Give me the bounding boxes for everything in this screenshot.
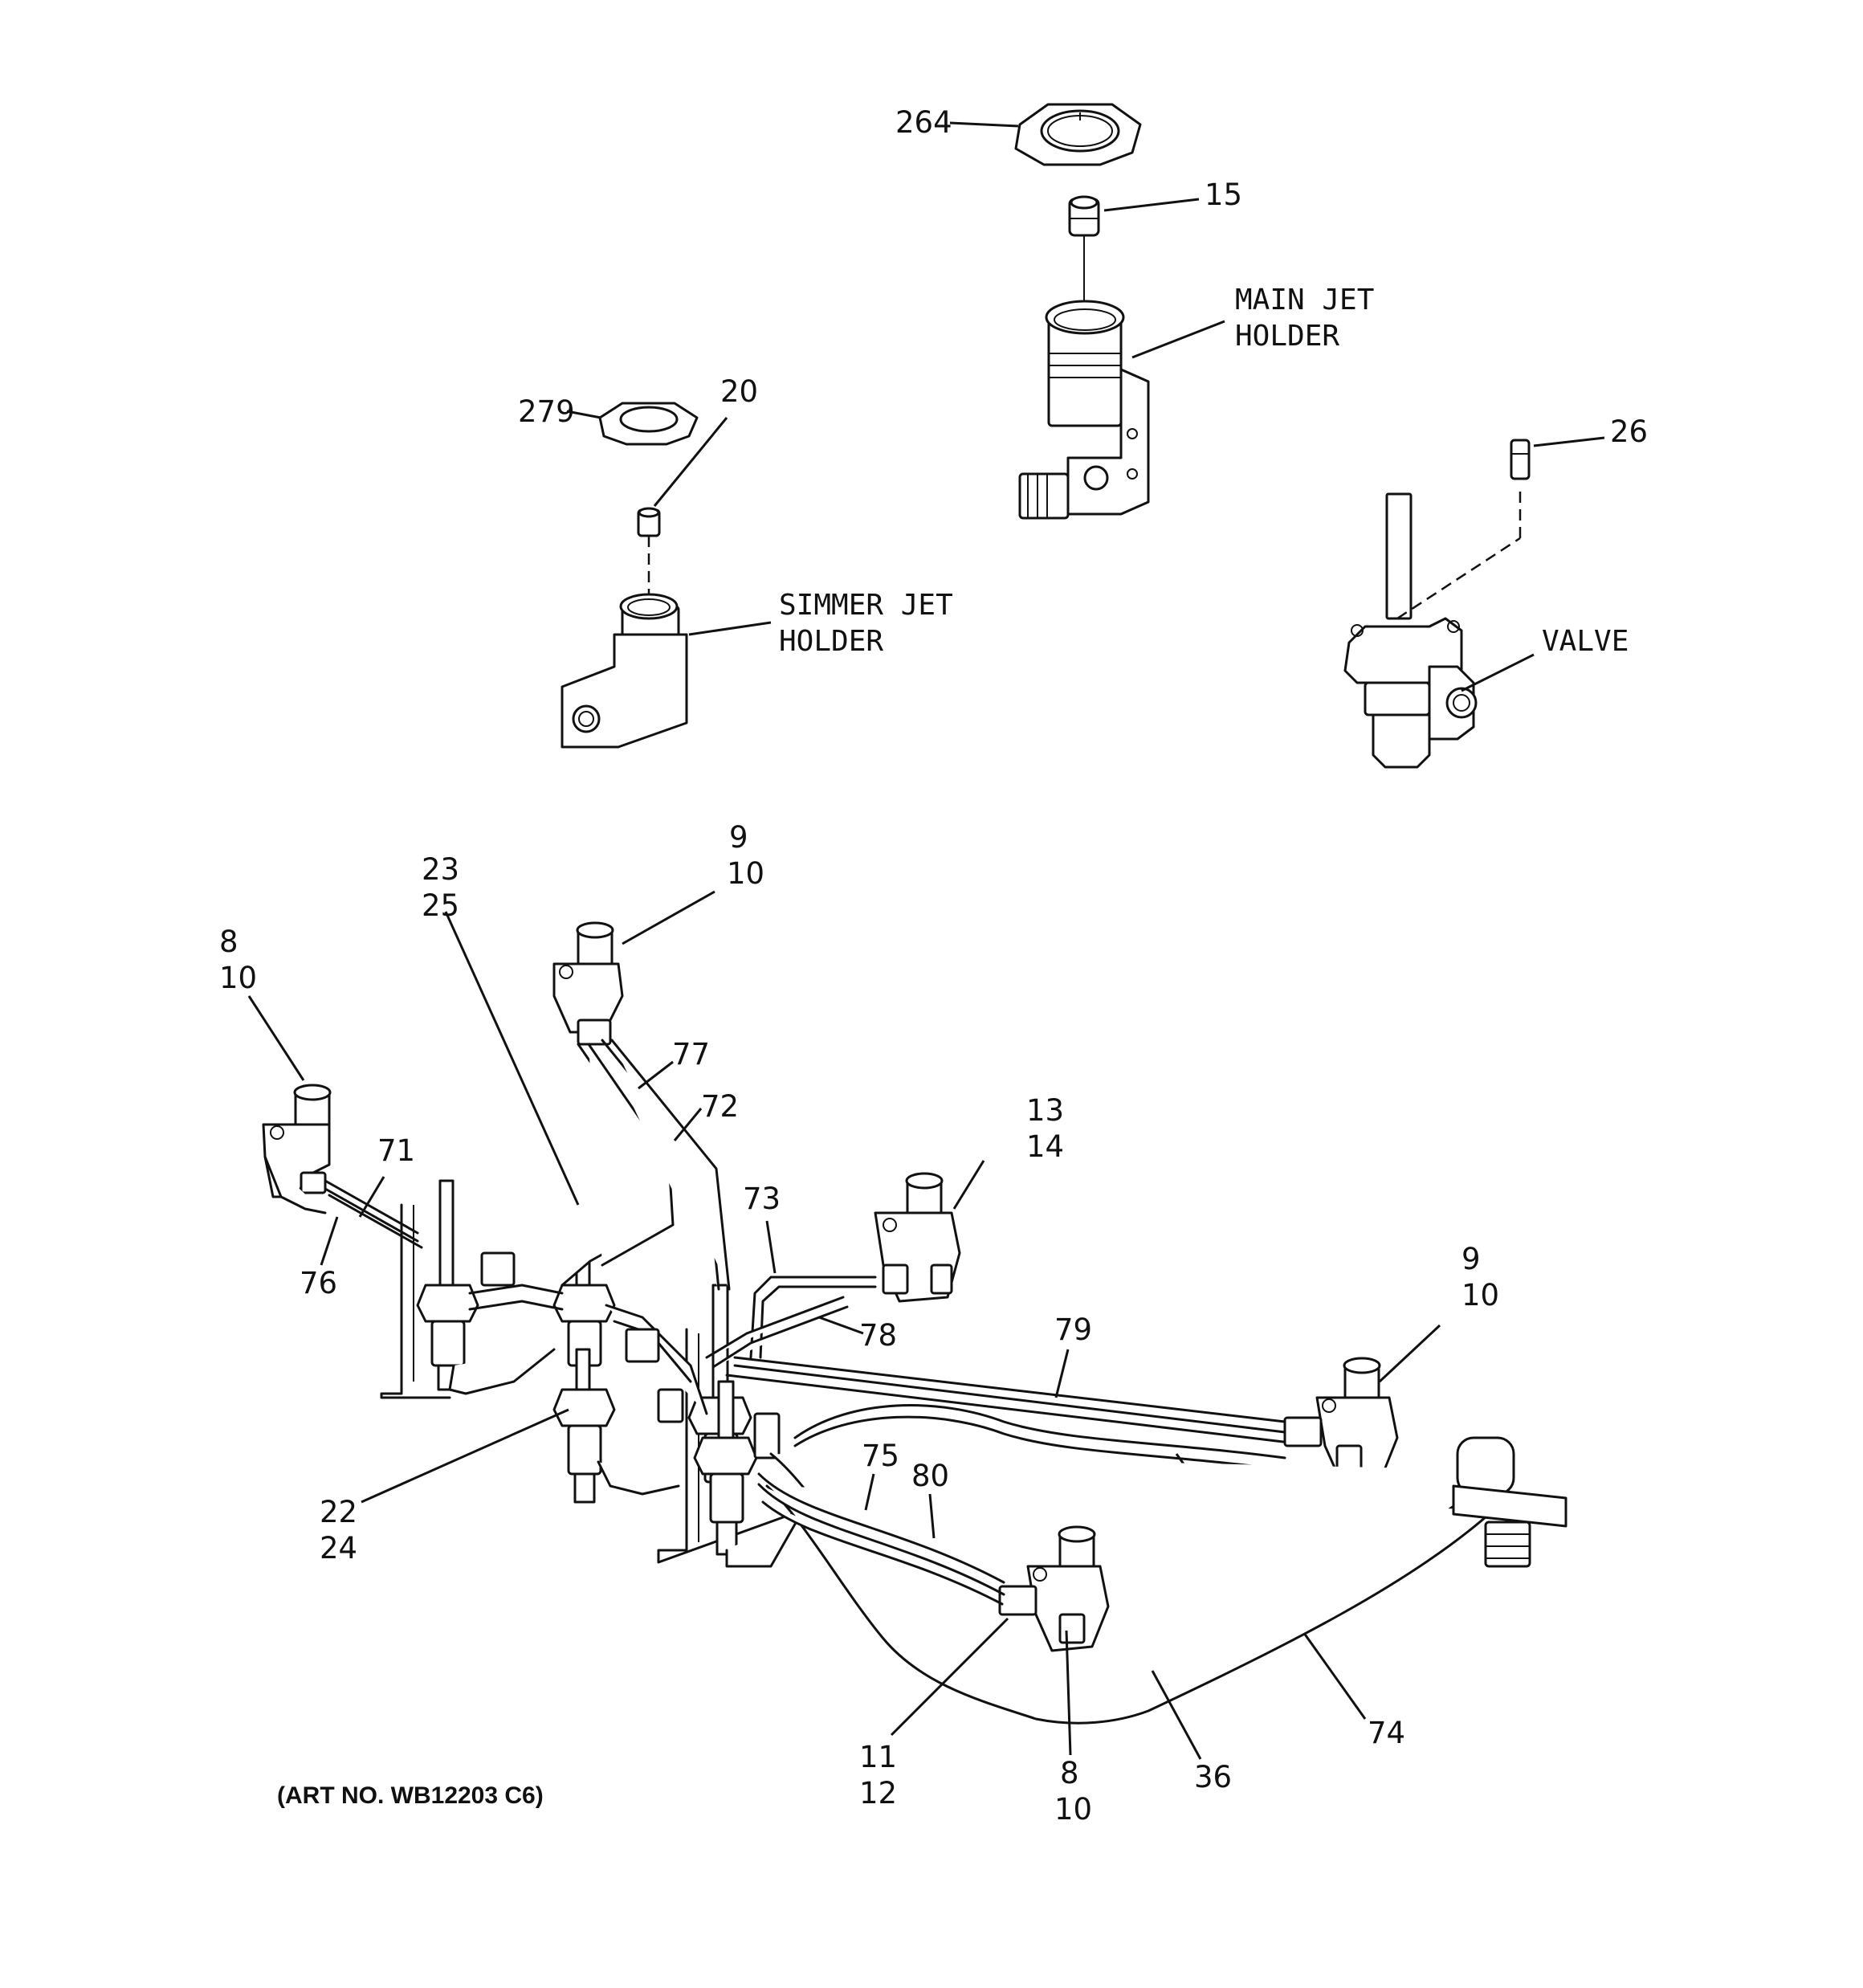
- leader-76: [320, 1216, 339, 1266]
- jet-26: [1510, 439, 1531, 538]
- tube-77-72: [561, 1039, 731, 1291]
- leader-80: [928, 1493, 936, 1539]
- label-22: 22: [320, 1495, 357, 1529]
- manifold-tube: [448, 1251, 805, 1568]
- manifold-valve-1: [416, 1179, 479, 1391]
- leader-main-jet-holder: [1131, 320, 1225, 359]
- label-78: 78: [859, 1318, 897, 1353]
- label-26: 26: [1610, 414, 1648, 449]
- leader-79: [1054, 1349, 1070, 1398]
- manifold-valve-3: [552, 1348, 616, 1504]
- leader-22-24: [361, 1408, 569, 1504]
- supply-tube-36: [765, 1436, 1567, 1725]
- label-15: 15: [1205, 178, 1242, 212]
- label-36: 36: [1194, 1760, 1232, 1794]
- label-79: 79: [1054, 1312, 1092, 1347]
- label-71: 71: [377, 1133, 415, 1168]
- label-10-lower: 10: [1054, 1792, 1092, 1827]
- leader-23-25: [444, 911, 580, 1206]
- leader-9-10-right: [1378, 1324, 1441, 1383]
- label-77: 77: [672, 1037, 710, 1072]
- label-valve: VALVE: [1542, 625, 1629, 658]
- label-74: 74: [1368, 1716, 1405, 1750]
- leader-8-10-lower: [1065, 1630, 1072, 1756]
- label-8-lower: 8: [1060, 1756, 1079, 1790]
- leader-72: [673, 1108, 703, 1141]
- burner-jet-right: [1283, 1357, 1399, 1484]
- label-13: 13: [1026, 1093, 1064, 1128]
- leader-8-10-left: [247, 995, 305, 1081]
- leader-71: [358, 1176, 385, 1218]
- label-main-jet-holder-2: HOLDER: [1235, 320, 1339, 353]
- burner-jet-left: [262, 1084, 332, 1214]
- label-20: 20: [720, 374, 758, 409]
- label-10-right: 10: [1461, 1278, 1499, 1312]
- label-10-left: 10: [219, 961, 257, 995]
- leader-26: [1533, 436, 1605, 447]
- label-23: 23: [422, 852, 459, 887]
- label-9-upper: 9: [729, 820, 748, 855]
- leader-simmer-jet-holder: [688, 621, 772, 636]
- jet-20: [637, 507, 661, 594]
- label-main-jet-holder-1: MAIN JET: [1235, 284, 1374, 316]
- label-75: 75: [862, 1439, 899, 1473]
- label-24: 24: [320, 1531, 357, 1565]
- main-jet-holder: [1018, 300, 1150, 520]
- tube-71-76: [324, 1179, 423, 1249]
- leader-15: [1103, 198, 1200, 212]
- leader-20: [653, 417, 728, 507]
- label-25: 25: [422, 888, 459, 923]
- leader-78: [818, 1316, 864, 1335]
- leader-9-10-upper: [622, 890, 715, 945]
- leader-36: [1151, 1670, 1202, 1760]
- valve: [1343, 492, 1521, 769]
- label-11: 11: [859, 1740, 897, 1774]
- label-8-left: 8: [219, 925, 238, 959]
- tube-79: [725, 1356, 1286, 1443]
- burner-jet-13-14: [874, 1172, 961, 1303]
- leader-valve: [1461, 653, 1535, 692]
- label-simmer-jet-holder-1: SIMMER JET: [779, 589, 953, 622]
- leader-264: [949, 121, 1019, 128]
- art-number: (ART NO. WB12203 C6): [277, 1782, 544, 1809]
- label-12: 12: [859, 1776, 897, 1810]
- leader-75: [864, 1473, 875, 1511]
- manifold-valve-5: [693, 1380, 758, 1556]
- leader-73: [765, 1220, 777, 1274]
- hex-nut-279: [598, 402, 699, 446]
- leader-11-12: [890, 1617, 1009, 1737]
- label-76: 76: [300, 1266, 337, 1300]
- leader-279: [566, 410, 601, 419]
- label-9-right: 9: [1461, 1242, 1481, 1276]
- burner-jet-upper: [552, 921, 624, 1046]
- label-264: 264: [895, 105, 952, 140]
- label-72: 72: [701, 1089, 739, 1124]
- tube-74: [793, 1404, 1286, 1472]
- label-279: 279: [518, 394, 575, 429]
- hex-nut-264: [1014, 103, 1142, 166]
- label-10-upper: 10: [727, 856, 764, 891]
- jet-15: [1068, 195, 1100, 309]
- label-80: 80: [911, 1459, 949, 1493]
- label-14: 14: [1026, 1129, 1064, 1164]
- tube-73-78: [705, 1276, 877, 1369]
- leader-13-14: [952, 1160, 985, 1210]
- leader-77: [638, 1060, 674, 1090]
- label-simmer-jet-holder-2: HOLDER: [779, 625, 883, 658]
- label-73: 73: [743, 1182, 781, 1216]
- tube-75-80: [757, 1472, 1005, 1606]
- simmer-jet-holder: [561, 593, 688, 749]
